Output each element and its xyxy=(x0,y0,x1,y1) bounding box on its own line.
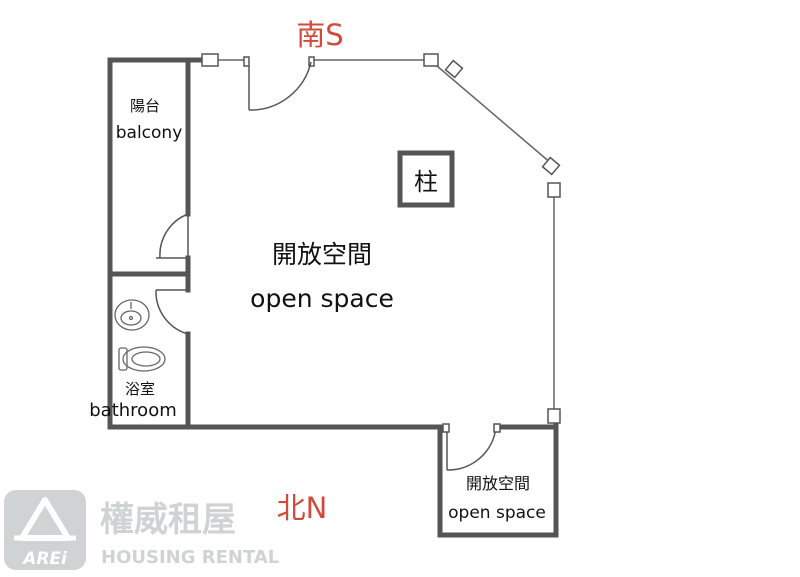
bathroom-door-swing xyxy=(155,289,189,335)
open-space-label-en: open space xyxy=(250,284,394,313)
logo-text: AREi xyxy=(21,549,68,569)
small-open-space-label-zh: 開放空間 xyxy=(466,474,530,493)
bathroom-label-en: bathroom xyxy=(89,400,177,421)
open-space-label-zh: 開放空間 xyxy=(272,240,372,269)
window-frames xyxy=(201,53,561,424)
compass-north: 北N xyxy=(277,491,328,525)
brand-name-en: HOUSING RENTAL xyxy=(101,547,279,568)
compass-south: 南S xyxy=(296,18,343,52)
balcony-label-zh: 陽台 xyxy=(130,97,160,115)
sink-icon xyxy=(114,299,150,331)
balcony-door-swing xyxy=(159,213,189,259)
windows xyxy=(218,59,555,416)
brand-name-zh: 權威租屋 xyxy=(100,500,236,540)
toilet-icon xyxy=(118,346,166,372)
small-open-space-label-en: open space xyxy=(448,503,546,523)
bathroom-label-zh: 浴室 xyxy=(125,380,155,398)
watermark-logo: AREi xyxy=(4,490,86,570)
diagonal-window xyxy=(429,59,553,165)
doors xyxy=(155,61,501,471)
pillar-label: 柱 xyxy=(414,168,438,196)
pillar xyxy=(397,150,455,208)
entrance-door-swing xyxy=(248,61,312,111)
walls xyxy=(107,57,559,538)
balcony-label-en: balcony xyxy=(116,123,183,143)
small-door-swing xyxy=(446,426,497,471)
